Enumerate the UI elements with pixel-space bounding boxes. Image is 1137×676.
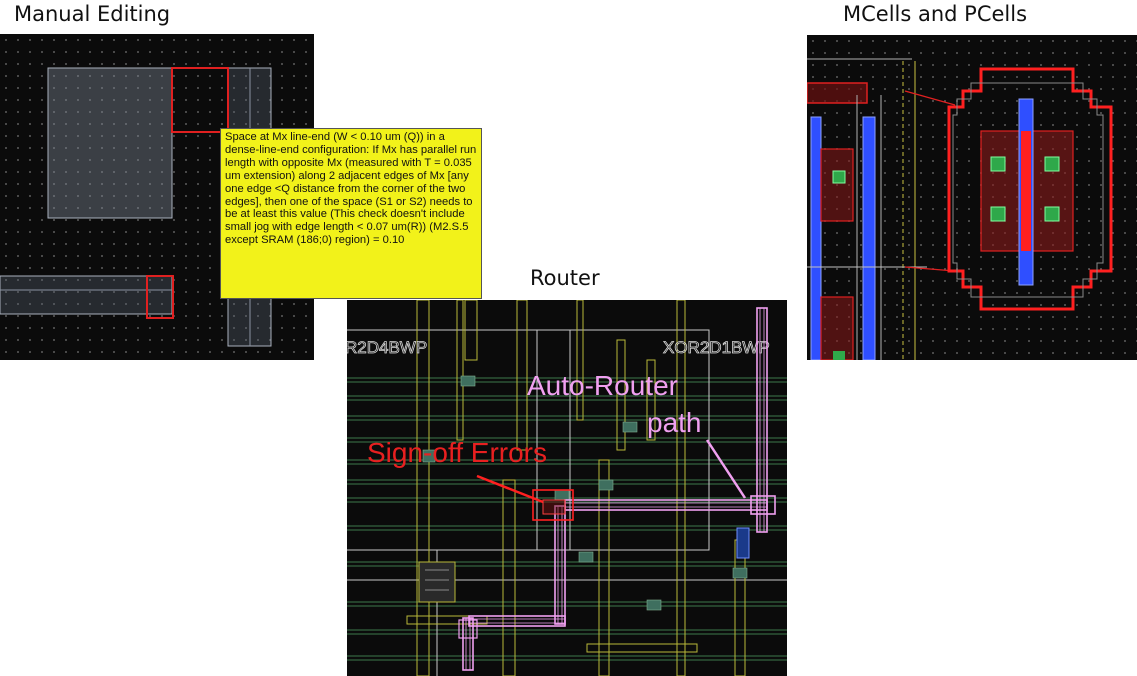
contact — [1044, 206, 1060, 222]
signoff-error-marker — [532, 489, 574, 521]
auto-router-label-path: path — [647, 407, 702, 438]
error-marker-top — [171, 67, 229, 133]
cell-label-left: R2D4BWP — [347, 338, 427, 357]
router-leader-line — [705, 439, 747, 499]
pcell-layout — [807, 58, 1113, 360]
caption-manual-editing: Manual Editing — [14, 2, 171, 26]
contact — [832, 170, 846, 184]
mcells-pcells-panel[interactable] — [807, 35, 1137, 360]
signoff-errors-label: Sign-off Errors — [367, 437, 547, 468]
caption-mcells-pcells: MCells and PCells — [843, 2, 1028, 26]
gate-red — [1021, 131, 1031, 251]
router-panel[interactable]: R2D4BWP XOR2D1BWP Sign-off Er — [347, 300, 787, 676]
pcell-outline — [947, 67, 1113, 311]
error-marker-bottom — [146, 275, 174, 319]
caption-router: Router — [530, 266, 600, 290]
blue-metal-mid — [862, 116, 876, 360]
contact — [1044, 156, 1060, 172]
contact — [990, 206, 1006, 222]
errors-leader-line — [476, 474, 544, 504]
metal-shape-large — [47, 67, 173, 219]
router-layout: R2D4BWP XOR2D1BWP Sign-off Er — [347, 300, 787, 676]
blue-metal-left — [810, 116, 822, 360]
contact — [990, 156, 1006, 172]
cell-label-right: XOR2D1BWP — [663, 338, 770, 357]
auto-router-label: Auto-Router — [527, 370, 678, 401]
drc-rule-tooltip: Space at Mx line-end (W < 0.10 um (Q)) i… — [220, 128, 482, 299]
macro-block — [418, 561, 456, 603]
